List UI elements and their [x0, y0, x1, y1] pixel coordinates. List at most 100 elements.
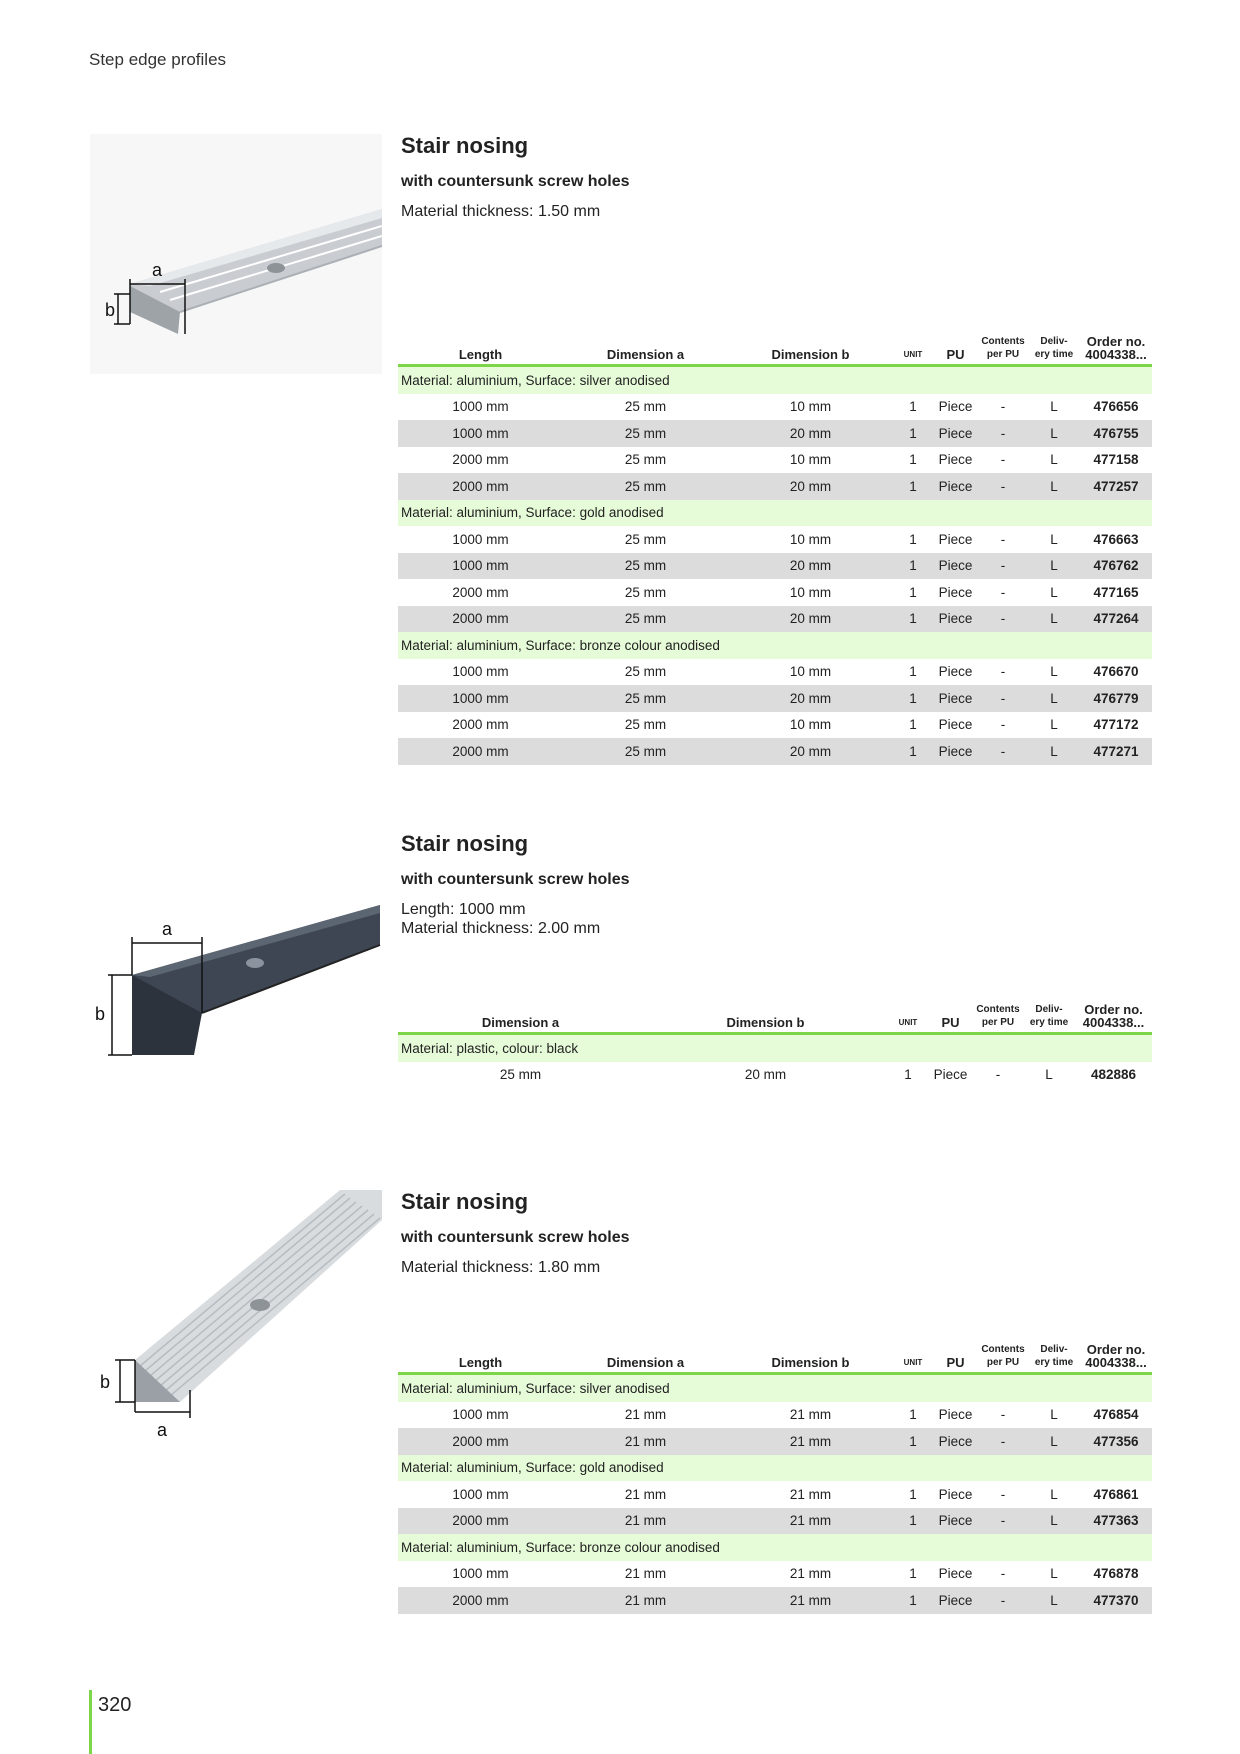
table-cell: 20 mm — [728, 738, 893, 765]
table-cell: Piece — [933, 1428, 978, 1455]
table-cell: 25 mm — [624, 531, 667, 547]
order-number-cell: 477271 — [1080, 738, 1152, 765]
table-cell: 1000 mm — [398, 685, 563, 712]
table-cell: Piece — [938, 531, 973, 547]
table-cell: 1 — [893, 420, 933, 447]
material-group-label: Material: plastic, colour: black — [398, 1033, 1152, 1062]
table-cell: 1 — [893, 685, 933, 712]
col-dimension-b: Dimension b — [728, 1343, 893, 1375]
table-cell: 25 mm — [624, 399, 667, 415]
table-cell: - — [1000, 1407, 1006, 1423]
table-cell: 1000 mm — [452, 531, 509, 547]
table-cell: 1 — [909, 1566, 917, 1582]
order-number-cell: 476861 — [1093, 1486, 1139, 1502]
table-cell: - — [995, 1067, 1001, 1083]
table-cell: 2000 mm — [398, 1587, 563, 1614]
table-cell: 1000 mm — [452, 399, 509, 415]
table-cell: 10 mm — [789, 399, 832, 415]
table-header-row: Length Dimension a Dimension b UNIT PU C… — [398, 1343, 1152, 1375]
table-cell: L — [1050, 664, 1058, 680]
table-cell: L — [1050, 1407, 1058, 1423]
table-cell: Piece — [938, 664, 973, 680]
table-cell: 1000 mm — [452, 1486, 509, 1502]
table-cell: 25 mm — [563, 473, 728, 500]
table-cell: 1 — [893, 1428, 933, 1455]
table-cell: 25 mm — [563, 552, 728, 579]
table-cell: 21 mm — [563, 1507, 728, 1534]
table-cell: L — [1028, 1507, 1080, 1534]
col-delivery-time: Deliv-ery time — [1028, 1343, 1080, 1375]
table-cell: Piece — [933, 685, 978, 712]
table-cell: 20 mm — [728, 552, 893, 579]
table-cell: Piece — [933, 552, 978, 579]
table-cell: 20 mm — [728, 605, 893, 632]
table-cell: 2000 mm — [398, 738, 563, 765]
material-group-label: Material: aluminium, Surface: silver ano… — [398, 365, 1152, 394]
table-cell: - — [978, 473, 1028, 500]
material-group-row: Material: plastic, colour: black — [398, 1033, 1152, 1062]
table-cell: 1 — [909, 399, 917, 415]
table-header-row: Dimension a Dimension b UNIT PU Contents… — [398, 1003, 1152, 1035]
col-unit: UNIT — [893, 1343, 933, 1375]
table-cell: 21 mm — [789, 1407, 832, 1423]
table-cell: L — [1050, 1486, 1058, 1502]
page-number: 320 — [89, 1690, 131, 1754]
section-title: Stair nosing — [401, 831, 529, 856]
table-cell: - — [1000, 1566, 1006, 1582]
table-cell: 1 — [893, 1507, 933, 1534]
table-cell: 25 mm — [624, 664, 667, 680]
table-cell: - — [978, 420, 1028, 447]
table-cell: L — [1028, 1428, 1080, 1455]
section-title: Stair nosing — [401, 1189, 529, 1214]
table-cell: Piece — [933, 1067, 968, 1083]
spec-line: Material thickness: 2.00 mm — [401, 920, 601, 937]
table-cell: L — [1028, 605, 1080, 632]
table-cell: 25 mm — [563, 738, 728, 765]
table-cell: - — [1000, 452, 1006, 468]
section-title: Stair nosing — [401, 133, 529, 158]
col-pu: PU — [928, 1003, 973, 1035]
table-cell: 1 — [893, 552, 933, 579]
table-cell: L — [1028, 420, 1080, 447]
col-order-no: Order no.4004338... — [1075, 1003, 1152, 1035]
col-dimension-a: Dimension a — [563, 335, 728, 367]
order-number-cell: 477356 — [1080, 1428, 1152, 1455]
table-cell: - — [1000, 399, 1006, 415]
material-group-label: Material: aluminium, Surface: gold anodi… — [398, 499, 1152, 526]
table-cell: 21 mm — [728, 1587, 893, 1614]
table-cell: 2000 mm — [398, 1428, 563, 1455]
material-group-row: Material: aluminium, Surface: bronze col… — [398, 1534, 1152, 1561]
table-cell: Piece — [938, 399, 973, 415]
table-cell: 10 mm — [789, 531, 832, 547]
table-cell: Piece — [933, 605, 978, 632]
table-cell: L — [1050, 1566, 1058, 1582]
col-unit: UNIT — [888, 1003, 928, 1035]
table-cell: 25 mm — [499, 1067, 542, 1083]
order-number-cell: 476779 — [1080, 685, 1152, 712]
material-group-label: Material: aluminium, Surface: bronze col… — [398, 632, 1152, 659]
rib-lines — [139, 1193, 381, 1397]
table-cell: 25 mm — [624, 452, 667, 468]
table-cell: 1 — [904, 1067, 912, 1083]
table-cell: L — [1045, 1067, 1053, 1083]
table-cell: 1000 mm — [452, 664, 509, 680]
table-cell: - — [1000, 1486, 1006, 1502]
table-cell: 1 — [909, 1407, 917, 1423]
table-cell: 1 — [909, 452, 917, 468]
product-table-3: Length Dimension a Dimension b UNIT PU C… — [398, 1343, 1152, 1614]
dimension-a-label: a — [152, 260, 163, 280]
table-body: Material: plastic, colour: black 25 mm 20 … — [398, 1033, 1152, 1089]
col-length: Length — [398, 335, 563, 367]
table-cell: 20 mm — [744, 1067, 787, 1083]
table-cell: 20 mm — [728, 420, 893, 447]
table-cell: L — [1050, 399, 1058, 415]
table-cell: L — [1028, 473, 1080, 500]
table-cell: 25 mm — [624, 717, 667, 733]
